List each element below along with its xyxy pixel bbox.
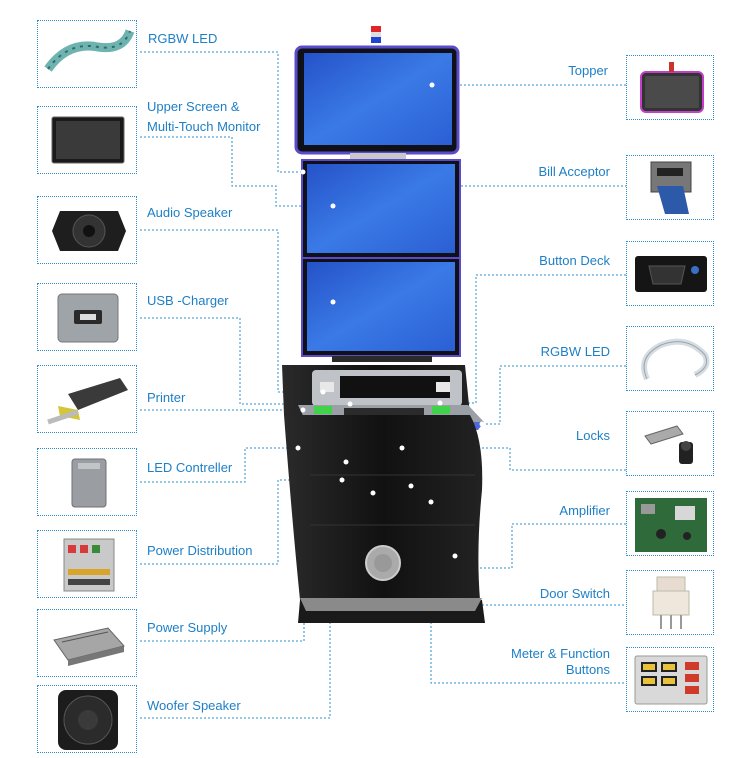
led-controller-thumbnail [37,448,137,516]
power-supply-thumbnail [37,609,137,677]
power-distribution-icon [63,538,115,592]
led-strip-icon [44,29,135,72]
upper-screen-thumbnail [37,106,137,174]
label-woofer-speaker: Woofer Speaker [147,698,241,713]
label-amplifier: Amplifier [559,503,610,518]
label-rgbw-led: RGBW LED [148,31,218,46]
label-upper-screen: Upper Screen & Multi-Touch Monitor [147,99,261,134]
label-power-supply: Power Supply [147,620,228,635]
label-bill-acceptor: Bill Acceptor [538,164,610,179]
leader-amplifier [346,461,626,569]
rgbw-led-tube-thumbnail [626,326,714,391]
topper-thumbnail [626,55,714,120]
button-deck-icon [635,256,707,292]
amplifier-board-icon [635,498,707,552]
label-led-controller: LED Contreller [147,460,233,475]
lock-icon [644,425,693,464]
cabinet-lower-body [284,415,483,600]
label-button-deck: Button Deck [539,253,610,268]
locks-thumbnail [626,411,714,476]
label-meter-buttons: Meter & Function Buttons [511,646,610,677]
cabinet-illustration [282,26,485,623]
led-tube-icon [641,338,710,381]
topper-icon [640,62,704,113]
bill-acceptor-icon [650,161,692,214]
door-switch-thumbnail [626,570,714,635]
label-locks: Locks [576,428,610,443]
power-supply-icon [53,627,125,666]
door-switch-icon [652,576,690,629]
led-controller-icon [71,458,107,508]
leader-rgbw-led-tube [482,365,626,425]
woofer-icon [58,690,118,750]
leader-audio-speaker [140,229,323,393]
leader-rgbw-led [140,51,303,173]
meter-buttons-icon [634,655,708,705]
printer-icon [47,378,128,425]
meter-buttons-thumbnail [626,647,714,712]
button-deck-thumbnail [626,241,714,306]
rgbw-led-strip-thumbnail [37,20,137,88]
leader-upper-screen [140,136,333,207]
bill-acceptor-thumbnail [626,155,714,220]
monitor-icon [51,116,125,164]
label-topper: Topper [568,63,608,78]
beacon-light [371,26,381,43]
amplifier-thumbnail [626,491,714,556]
label-power-distribution: Power Distribution [147,543,253,558]
power-distribution-thumbnail [37,530,137,598]
speaker-icon [52,211,126,251]
label-audio-speaker: Audio Speaker [147,205,233,220]
leader-led-controller [140,447,298,483]
woofer-speaker-thumbnail [37,685,137,753]
usb-charger-icon [57,293,119,343]
label-door-switch: Door Switch [539,586,610,601]
usb-charger-thumbnail [37,283,137,351]
label-rgbw-led-right: RGBW LED [540,344,610,359]
label-printer: Printer [147,390,186,405]
printer-thumbnail [37,365,137,433]
audio-speaker-thumbnail [37,196,137,264]
label-usb-charger: USB -Charger [147,293,229,308]
